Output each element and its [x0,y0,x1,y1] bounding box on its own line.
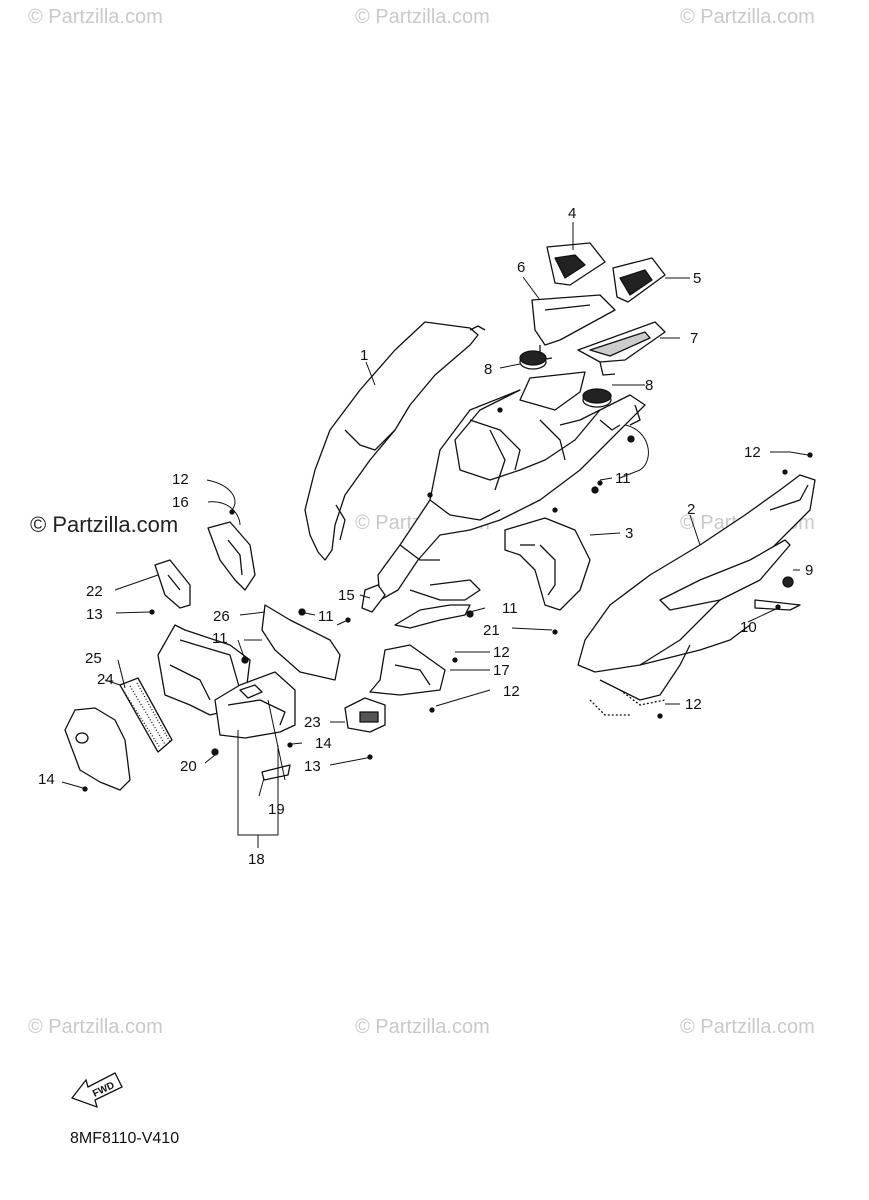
callout-13: 13 [304,758,321,775]
callout-25: 25 [85,650,102,667]
callout-4: 4 [568,205,576,222]
callout-13: 13 [86,606,103,623]
fwd-arrow-icon: FWD [70,1072,123,1109]
part-8-grommet-b [582,388,612,408]
part-6-duct [531,294,616,361]
part-16-bracket [207,521,256,591]
callout-21: 21 [483,622,500,639]
callout-18: 18 [248,851,265,868]
part-8-grommet-a [519,350,547,370]
part-18-lower-cover [214,671,296,739]
callout-5: 5 [693,270,701,287]
callout-14: 14 [315,735,332,752]
callout-3: 3 [625,525,633,542]
callout-11: 11 [615,470,631,487]
part-19-emblem [261,764,291,781]
callout-1: 1 [360,347,368,364]
part-22-bracket [154,559,191,609]
part-5-vent-cover [612,257,666,303]
callout-11: 11 [212,630,228,647]
watermark: © Partzilla.com [28,1016,163,1038]
callout-20: 20 [180,758,197,775]
part-17-bracket [369,644,446,696]
part-24-housing [64,707,131,791]
callout-12: 12 [493,644,510,661]
callout-15: 15 [338,587,355,604]
callout-22: 22 [86,583,103,600]
watermark: © Partzilla.com [355,1016,490,1038]
callout-12: 12 [503,683,520,700]
part-3-inner-panel [504,517,591,611]
callout-17: 17 [493,662,510,679]
leader-lines [61,222,809,848]
diagram-code: 8MF8110-V410 [70,1130,180,1147]
callout-8: 8 [484,361,492,378]
callout-11: 11 [502,600,518,617]
callout-7: 7 [690,330,698,347]
part-4-vent-cover [546,242,606,286]
watermark: © Partzilla.com [680,6,815,28]
callout-8: 8 [645,377,653,394]
part-2-side-cover [577,474,816,716]
watermark: © Partzilla.com [28,6,163,28]
front-cowl-body [377,371,646,629]
callout-16: 16 [172,494,189,511]
part-15-panel [361,584,386,613]
callout-19: 19 [268,801,285,818]
callout-12: 12 [172,471,189,488]
callout-12: 12 [685,696,702,713]
callout-24: 24 [97,671,114,688]
callout-26: 26 [213,608,230,625]
watermark: © Partzilla.com [680,1016,815,1038]
part-9-nut [782,576,794,588]
watermark: © Partzilla.com [355,6,490,28]
callout-12: 12 [744,444,761,461]
callout-2: 2 [687,501,695,518]
part-26-panel [261,604,341,681]
callout-14: 14 [38,771,55,788]
watermark-main: © Partzilla.com [30,512,179,537]
part-7-duct [577,321,666,376]
part-23-grille [344,697,386,733]
part-1-side-cover [304,321,486,561]
callout-6: 6 [517,259,525,276]
part-24-mesh-grille [119,677,173,753]
callout-9: 9 [805,562,813,579]
callout-10: 10 [740,619,757,636]
callout-11: 11 [318,608,334,625]
callout-23: 23 [304,714,321,731]
callouts: 4 5 6 7 1 8 8 12 11 2 3 9 10 12 12 16 22… [38,205,813,868]
